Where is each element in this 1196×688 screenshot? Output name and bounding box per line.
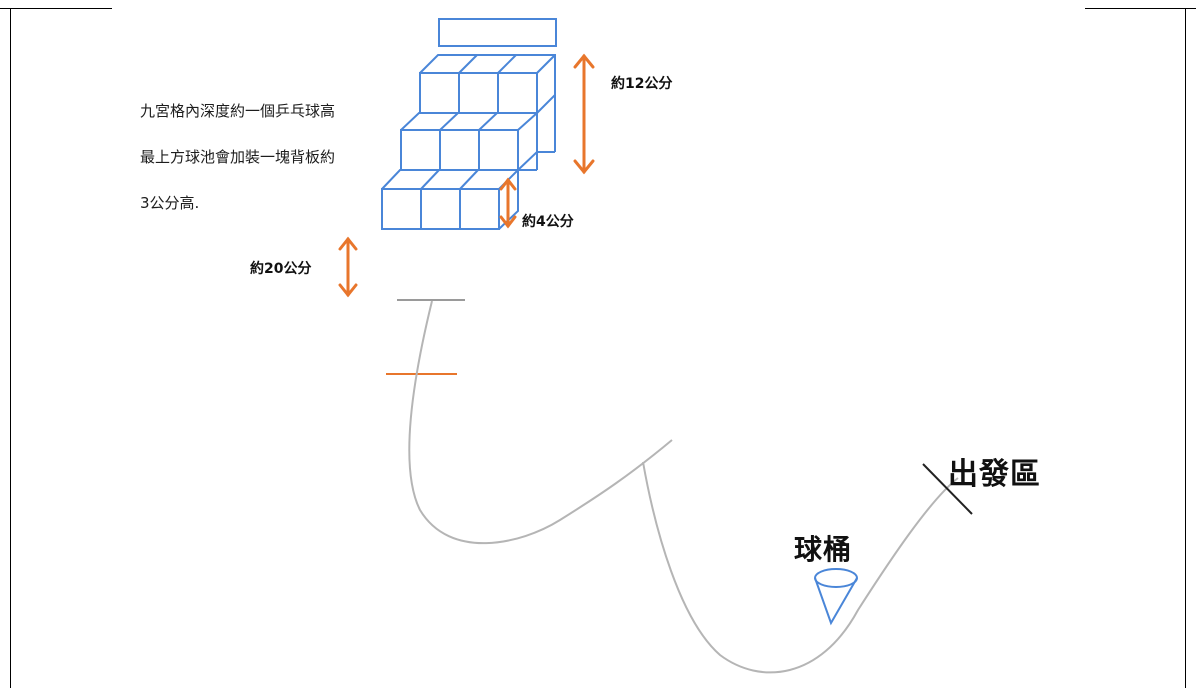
note-line-2: 最上方球池會加裝一塊背板約 <box>140 148 336 166</box>
grid-note: 九宮格內深度約一個乒乓球高 最上方球池會加裝一塊背板約 3公分高. <box>140 77 380 238</box>
arrow-4cm <box>499 177 517 229</box>
start-zone-bar <box>922 463 973 515</box>
backboard <box>438 18 557 47</box>
bucket-icon <box>814 568 858 626</box>
arrow-12cm <box>573 53 595 175</box>
label-height-4: 約4公分 <box>522 214 574 230</box>
grid-row-bottom <box>381 152 538 230</box>
label-height-12: 約12公分 <box>611 76 673 92</box>
grid-row-top <box>419 54 556 114</box>
label-distance-20: 約20公分 <box>250 261 312 277</box>
arrow-20cm <box>338 236 358 298</box>
note-line-3: 3公分高. <box>140 194 200 212</box>
top-border-right <box>1085 8 1196 9</box>
ball-track <box>408 300 959 674</box>
grid-row-middle <box>400 95 556 171</box>
top-border-left <box>0 8 112 9</box>
label-bucket: 球桶 <box>794 533 853 566</box>
label-start-zone: 出發區 <box>948 457 1041 492</box>
note-line-1: 九宮格內深度約一個乒乓球高 <box>140 102 336 120</box>
left-border <box>10 8 11 688</box>
right-border <box>1185 8 1186 688</box>
